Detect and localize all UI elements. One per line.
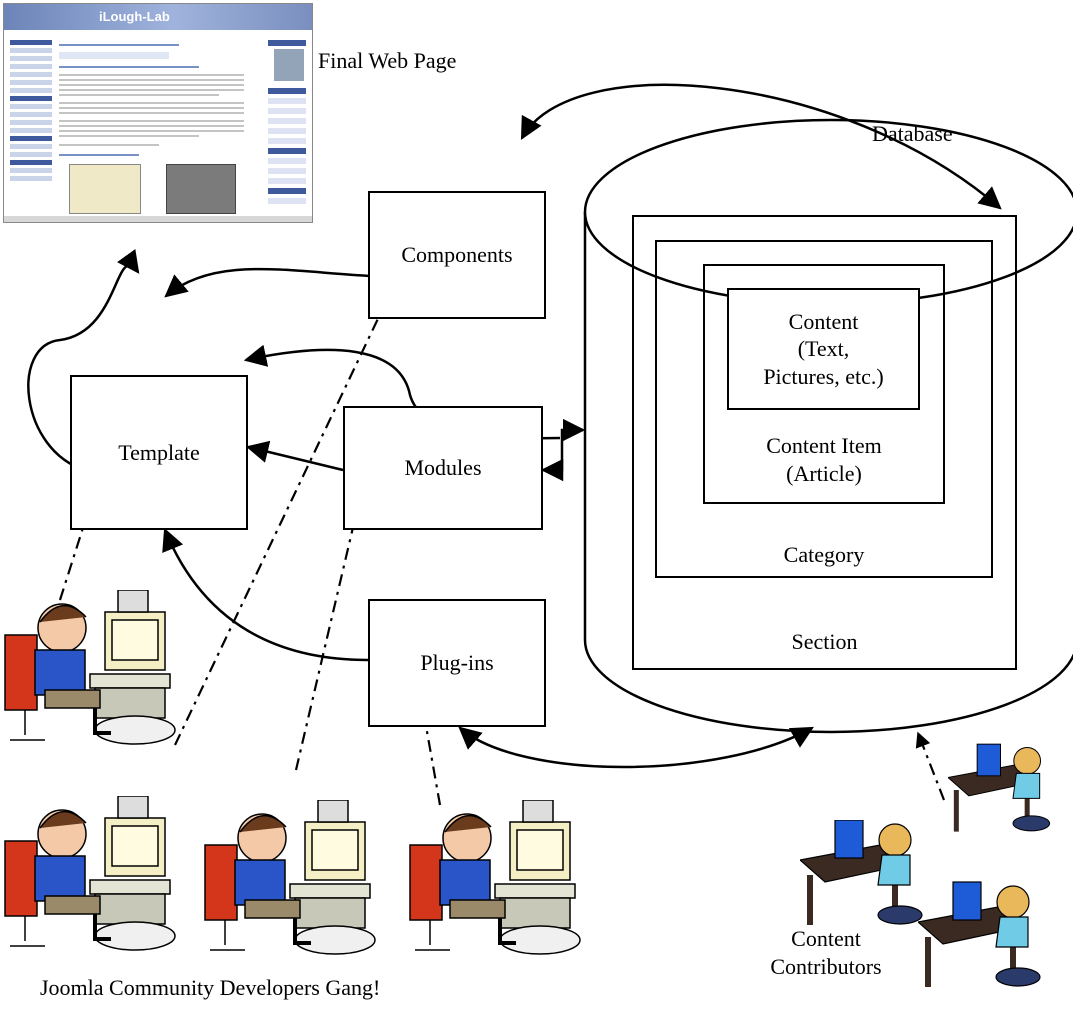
webpage-image-left: [69, 164, 141, 214]
developer-icon-4: [409, 800, 581, 955]
contrib-arrow-to-database: [915, 731, 946, 801]
plugins-box: Plug-ins: [368, 599, 546, 727]
dev-arrow-to-components: [174, 281, 396, 746]
modules-box: Modules: [343, 406, 543, 530]
content-box: Content (Text, Pictures, etc.): [727, 288, 920, 410]
category-box: [655, 240, 993, 578]
arrow-plugins-to-template: [162, 527, 369, 662]
dev-arrow-to-modules: [294, 470, 371, 771]
arrow-template-to-webpage: [27, 248, 140, 472]
category-label: Category: [783, 542, 865, 567]
arrow-modules-database: [540, 418, 586, 482]
arrow-components-to-template: [164, 267, 373, 298]
webpage-video: [166, 164, 236, 214]
webpage-status-bar: [4, 216, 312, 222]
caption-database: Database: [872, 121, 953, 146]
caption-contributors: Content Contributors: [770, 926, 882, 979]
components-box: Components: [368, 191, 546, 319]
developer-icon-1: [4, 590, 176, 745]
content-item-box: [703, 264, 945, 504]
developer-icon-2: [4, 796, 176, 951]
section-box: [632, 215, 1017, 670]
contributor-icon-2: [948, 743, 1051, 832]
webpage-header: iLough-Lab: [4, 4, 312, 30]
section-label: Section: [791, 629, 858, 654]
arrow-components-database: [520, 83, 1002, 210]
database-cylinder-body: [583, 212, 1073, 734]
webpage-left-nav: [10, 40, 52, 216]
arrow-modules-to-template: [245, 440, 344, 472]
contributor-icon-1: [800, 820, 923, 925]
webpage-right-sidebar: [268, 40, 306, 216]
contributor-icon-3: [918, 881, 1041, 987]
final-web-page-screenshot: iLough-Lab: [3, 3, 313, 223]
arrow-plugins-database: [458, 726, 814, 769]
template-box: Template: [70, 375, 248, 530]
content-item-label: Content Item (Article): [766, 433, 882, 486]
dev-arrow-to-plugins: [414, 690, 442, 806]
caption-final-web-page: Final Web Page: [318, 48, 457, 73]
developer-icon-3: [204, 800, 376, 955]
webpage-sidebar-photo: [274, 49, 304, 81]
caption-developers: Joomla Community Developers Gang!: [40, 975, 381, 1000]
